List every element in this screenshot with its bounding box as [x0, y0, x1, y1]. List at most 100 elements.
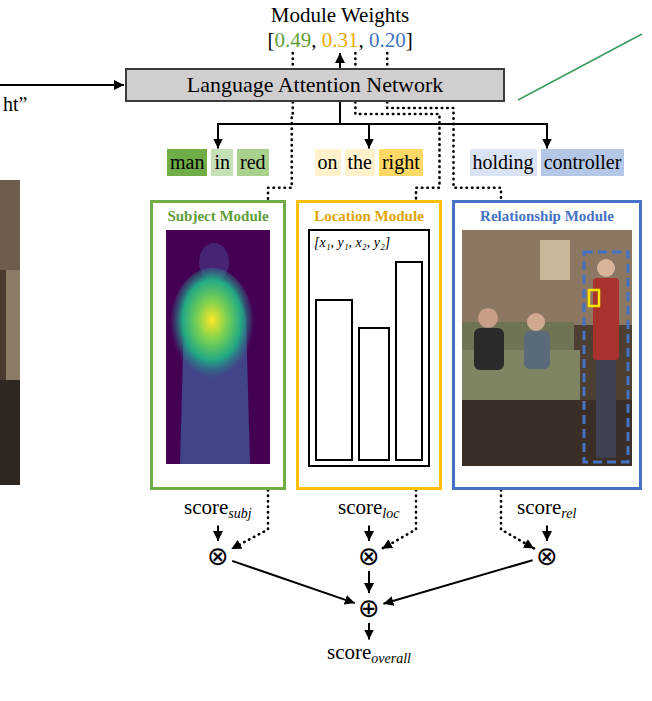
node-text: ⊗ [358, 541, 380, 571]
text-row: ⊗ [356, 543, 382, 569]
node-text: ] [406, 28, 413, 52]
input-photo [0, 180, 20, 485]
node-text: overall [371, 651, 411, 666]
text-row: scoreloc [338, 495, 400, 526]
object-box [589, 290, 599, 306]
person-legs [596, 360, 616, 458]
node-text: the [345, 149, 375, 176]
node-text: in [211, 149, 233, 176]
node-text: Subject Module [167, 208, 268, 224]
person-body [524, 331, 550, 369]
person-head [597, 259, 615, 277]
node-text: , [358, 28, 369, 52]
node-text: holding [470, 149, 537, 176]
text-row: holdingcontroller [470, 149, 625, 176]
image-frame [309, 230, 429, 466]
subject-heatmap [166, 230, 270, 464]
node-text: on [315, 149, 341, 176]
photo-floor [0, 380, 20, 485]
text-row: ontheright [315, 149, 424, 176]
node-text: loc [382, 506, 399, 521]
score-label: scoreoverall [327, 640, 411, 671]
node-text: red [237, 149, 269, 176]
text-row: Module Weights [267, 3, 413, 28]
node-text: 0.31 [322, 28, 359, 52]
person-body [474, 328, 504, 370]
sum-operator: ⊕ [356, 595, 382, 621]
node-text: , [311, 28, 322, 52]
product-arrow [368, 571, 370, 593]
node-text: 0.20 [369, 28, 406, 52]
product-arrow [232, 561, 355, 603]
relationship-photo [462, 230, 632, 466]
text-row: Relationship Module [455, 203, 639, 225]
photo-wall [0, 180, 20, 270]
text-row: Language Attention Network [187, 72, 444, 98]
score-label: scoresubj [184, 495, 252, 526]
node-text: ⊗ [536, 541, 558, 571]
text-row: scoresubj [184, 495, 252, 526]
phrase-arrow [340, 102, 369, 149]
module-box: Subject Module [150, 200, 286, 490]
heatmap-ground [166, 230, 270, 464]
multiply-operator: ⊗ [534, 543, 560, 569]
node-text: right [379, 149, 423, 176]
annotation-line [518, 34, 642, 100]
phrase-box: holdingcontroller [470, 149, 625, 176]
heatmap-hotspot [170, 268, 254, 384]
node-text: Module Weights [271, 3, 410, 27]
node-text: 0.49 [274, 28, 311, 52]
object-box [396, 262, 422, 460]
text-row: scoreoverall [327, 640, 411, 671]
text-row: Subject Module [153, 203, 283, 225]
module-box: Relationship Module [452, 200, 642, 490]
weight-arrow [355, 53, 439, 549]
object-box [316, 300, 352, 460]
weight-arrow [387, 53, 534, 549]
text-row: ⊗ [534, 543, 560, 569]
product-arrow [383, 560, 532, 604]
phrase-box: maninred [167, 149, 269, 176]
score-arrow [546, 526, 548, 542]
photo-ground [462, 230, 632, 466]
text-row: ⊕ [356, 595, 382, 621]
text-row: maninred [167, 149, 269, 176]
text-row: [0.49, 0.31, 0.20] [267, 28, 413, 53]
module-weights: Module Weights[0.49, 0.31, 0.20] [267, 3, 413, 53]
score-label: scorerel [517, 495, 577, 526]
text-row: Location Module [299, 203, 439, 225]
sum-arrow [368, 623, 370, 640]
node-text: Relationship Module [480, 208, 614, 224]
multiply-operator: ⊗ [205, 543, 231, 569]
photo-frame [540, 240, 570, 280]
phrase-arrow [218, 102, 340, 149]
node-text: score [517, 495, 561, 519]
node-text: Language Attention Network [187, 72, 444, 97]
node-text: rel [561, 506, 576, 521]
photo-ground [0, 180, 20, 485]
subject-box [584, 252, 628, 462]
multiply-operator: ⊗ [356, 543, 382, 569]
photo-figure [6, 270, 20, 380]
node-text: score [338, 495, 382, 519]
score-arrow [368, 526, 370, 542]
cut-off-text: ht” [3, 93, 27, 116]
weights-arrow [339, 53, 341, 68]
node-text: ⊕ [358, 593, 380, 623]
object-box [359, 328, 389, 460]
node-text: Location Module [314, 208, 424, 224]
input-arrow [0, 84, 124, 86]
score-arrow [217, 526, 219, 542]
network-box: Language Attention Network [125, 68, 505, 102]
text-row: scorerel [517, 495, 577, 526]
phrase-box: ontheright [315, 149, 424, 176]
box-coordinates: [x₁, y₁, x₂, y₂] [314, 234, 390, 251]
node-text: controller [541, 149, 625, 176]
node-text: [ [267, 28, 274, 52]
node-text: man [167, 149, 207, 176]
location-boxes [309, 230, 429, 466]
node-text: ⊗ [207, 541, 229, 571]
phrase-arrow [340, 102, 547, 149]
